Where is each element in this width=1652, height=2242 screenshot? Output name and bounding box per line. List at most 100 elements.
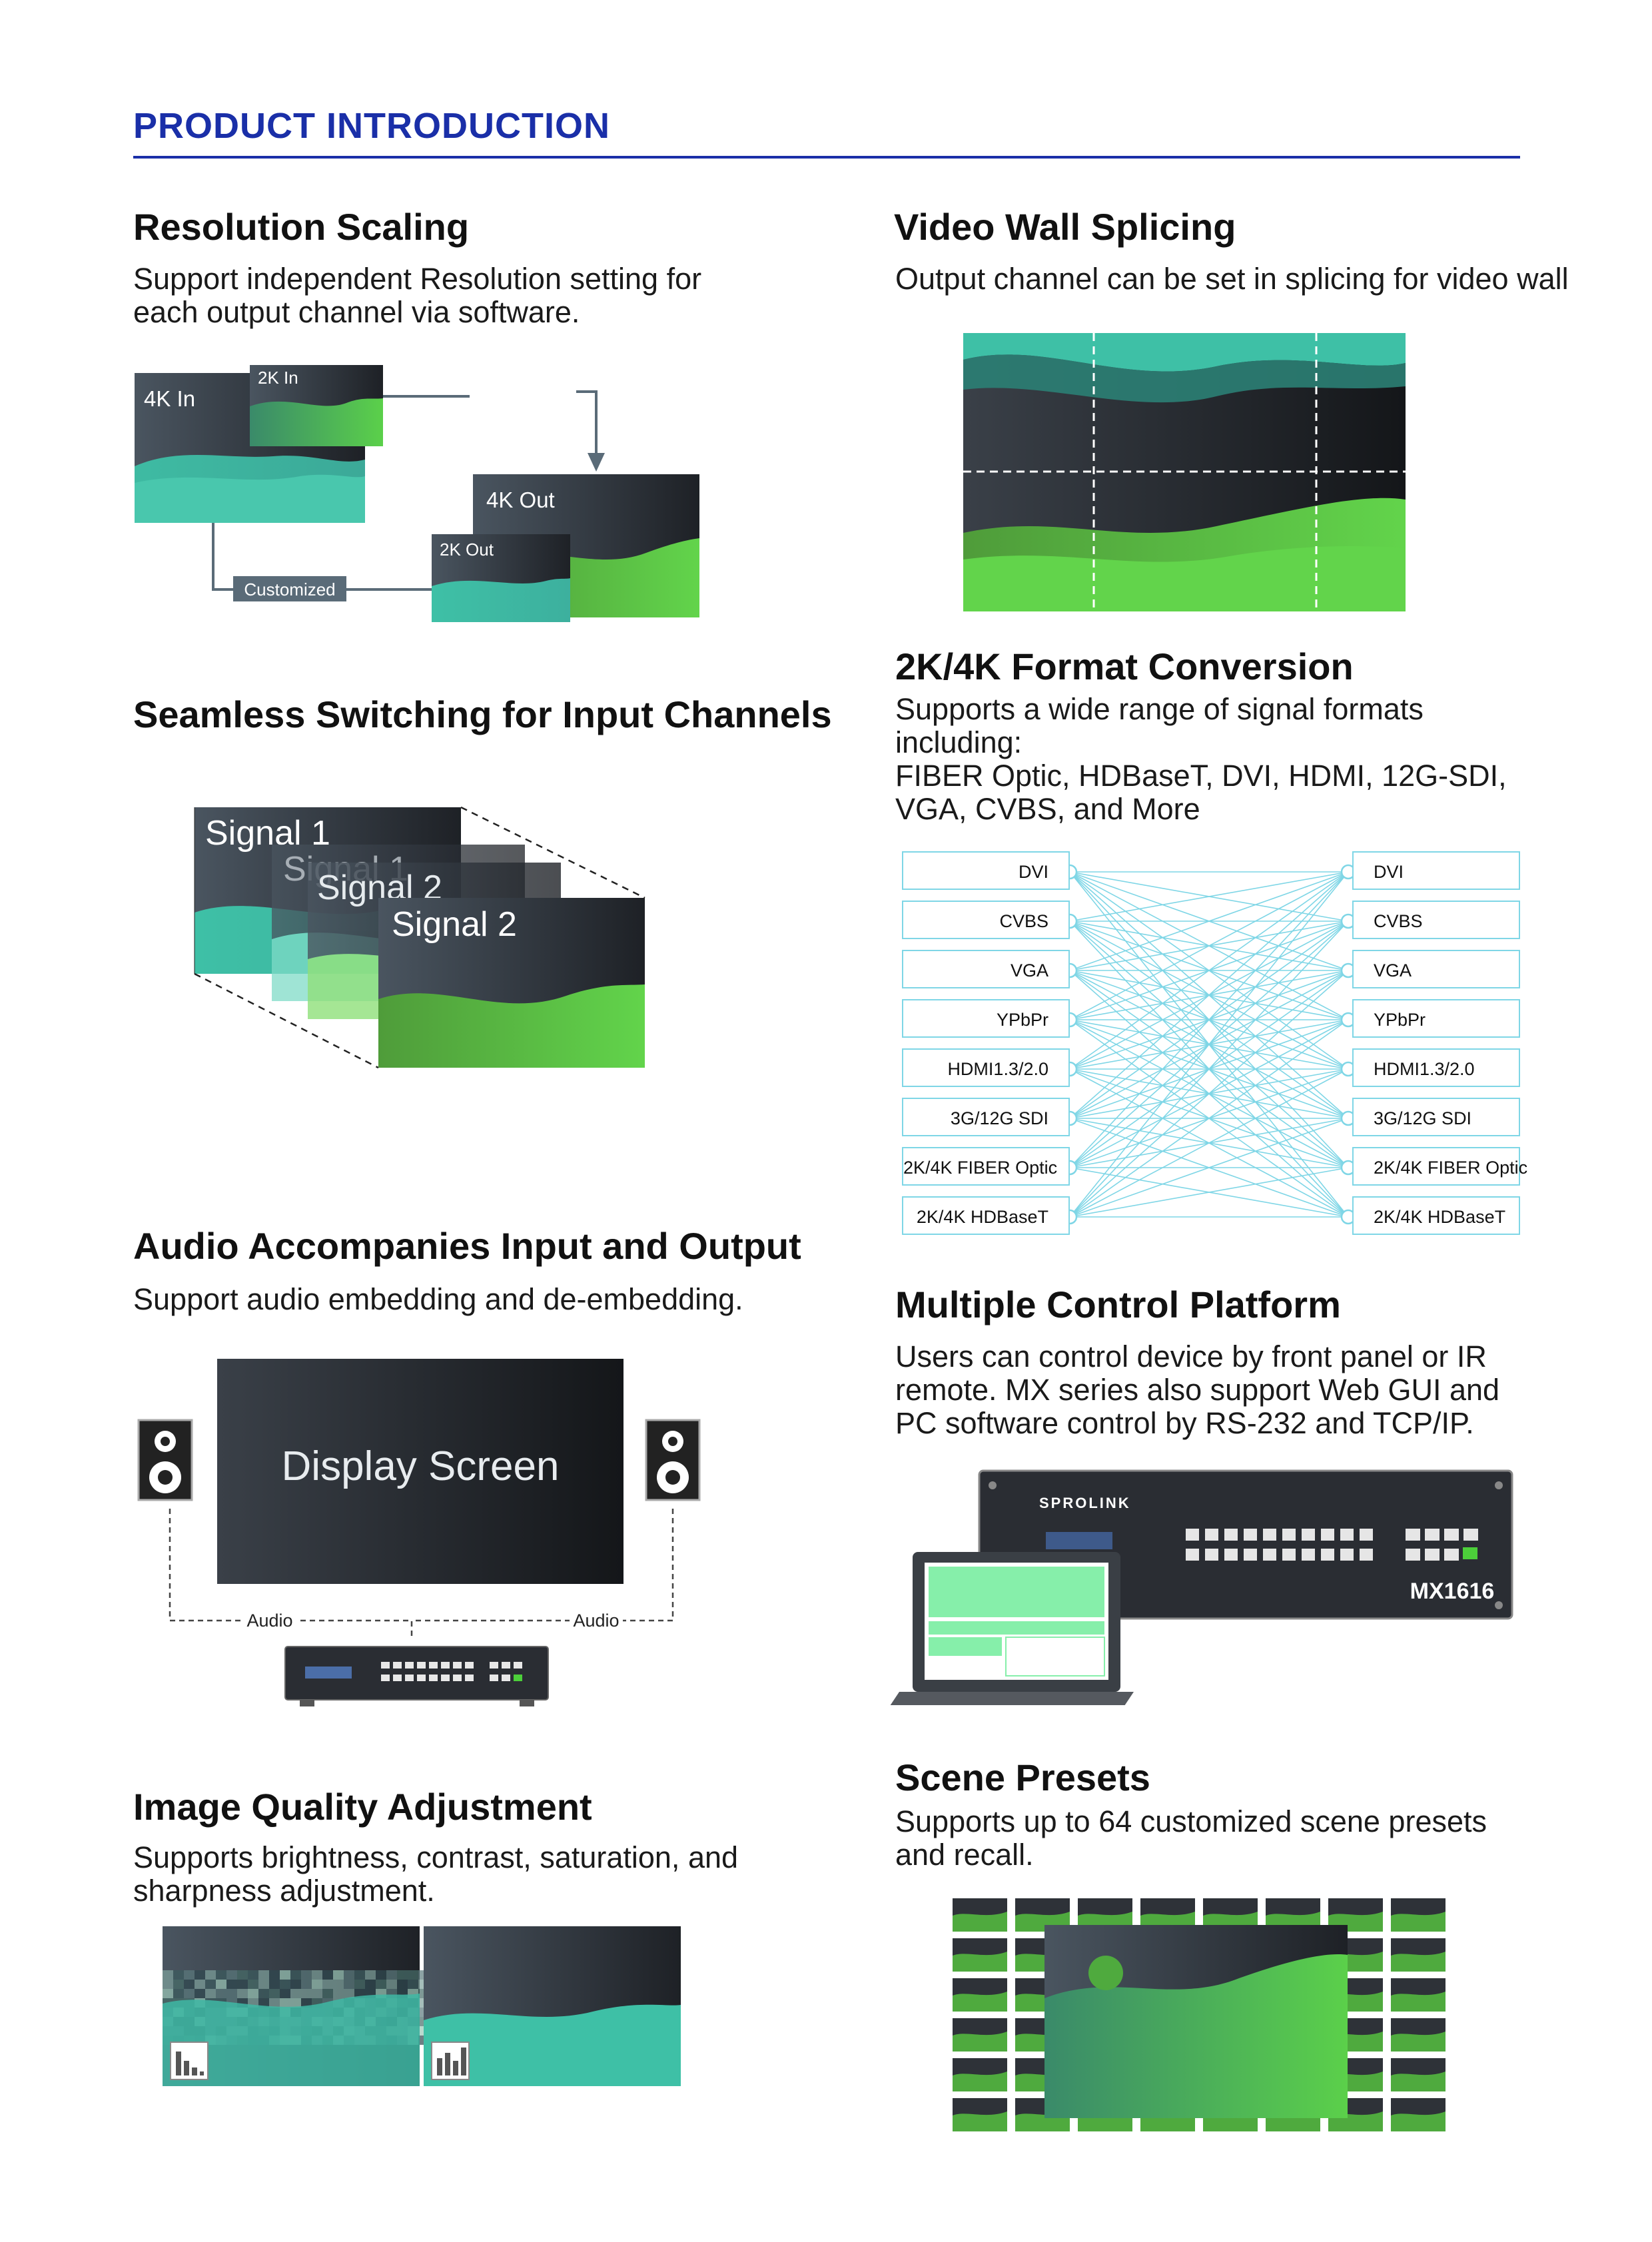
device-button xyxy=(1360,1549,1373,1561)
device-brand: SPROLINK xyxy=(1039,1495,1131,1511)
format-desc-line: including: xyxy=(895,725,1023,759)
device-button xyxy=(1340,1529,1354,1541)
control-desc-line: Users can control device by front panel … xyxy=(895,1339,1487,1373)
scene-preset-thumbnail xyxy=(953,2098,1007,2131)
device-button xyxy=(1186,1549,1199,1561)
format-desc-line: Supports a wide range of signal formats xyxy=(895,692,1424,726)
format-input-item: DVI xyxy=(902,851,1070,890)
format-connection-line xyxy=(1069,871,1349,1168)
audio-diagram: Display Screen Audio Audio xyxy=(137,1359,701,1706)
right-speaker-icon xyxy=(645,1419,701,1501)
device-button xyxy=(1425,1529,1440,1541)
format-connection-line xyxy=(1069,871,1349,1070)
format-connection-line xyxy=(1069,970,1349,1218)
device-button xyxy=(1282,1549,1296,1561)
audio-title: Audio Accompanies Input and Output xyxy=(133,1225,801,1267)
format-input-item: CVBS xyxy=(902,901,1070,939)
resolution-desc-line: Support independent Resolution setting f… xyxy=(133,262,702,296)
resolution-desc-line: each output channel via software. xyxy=(133,295,580,329)
device-button xyxy=(1321,1549,1334,1561)
format-connection-line xyxy=(1069,871,1349,971)
control-title: Multiple Control Platform xyxy=(895,1284,1341,1325)
videowall-image xyxy=(963,333,1406,611)
format-title: 2K/4K Format Conversion xyxy=(895,645,1354,687)
resolution-title: Resolution Scaling xyxy=(133,206,470,248)
format-output-item: 3G/12G SDI xyxy=(1352,1098,1520,1136)
left-speaker-icon xyxy=(137,1419,193,1501)
scene-preset-thumbnail xyxy=(1391,1978,1446,2012)
videowall-desc-line: Output channel can be set in splicing fo… xyxy=(895,262,1569,296)
seamless-title: Seamless Switching for Input Channels xyxy=(133,693,832,735)
histogram-after-icon xyxy=(431,2042,470,2080)
device-button xyxy=(1302,1549,1315,1561)
format-input-item: HDMI1.3/2.0 xyxy=(902,1048,1070,1087)
control-diagram: SPROLINK MX1616 xyxy=(890,1469,1513,1705)
format-connection-line xyxy=(1069,871,1349,1218)
device-button xyxy=(1244,1549,1257,1561)
scene-preset-thumbnail xyxy=(953,1978,1007,2012)
format-connection-lines xyxy=(1062,864,1356,1225)
scene-preset-thumbnail xyxy=(1391,2018,1446,2052)
format-output-item: VGA xyxy=(1352,950,1520,988)
scene-desc: Supports up to 64 customized scene prese… xyxy=(895,1805,1487,1872)
device-button xyxy=(1224,1529,1238,1541)
device-button xyxy=(1406,1549,1420,1561)
scene-presets-grid xyxy=(953,1898,1446,2131)
format-output-item: YPbPr xyxy=(1352,999,1520,1038)
control-desc-line: remote. MX series also support Web GUI a… xyxy=(895,1373,1500,1407)
scene-preset-thumbnail xyxy=(953,2058,1007,2091)
device-button xyxy=(1302,1529,1315,1541)
format-output-item: 2K/4K HDBaseT xyxy=(1352,1196,1520,1235)
scene-title: Scene Presets xyxy=(895,1756,1150,1798)
device-button xyxy=(1444,1549,1459,1561)
scene-desc-line: and recall. xyxy=(895,1838,1034,1872)
label-4k-in: 4K In xyxy=(144,386,195,411)
signal-2-image xyxy=(378,898,645,1068)
videowall-title: Video Wall Splicing xyxy=(894,206,1236,248)
quality-desc-line: Supports brightness, contrast, saturatio… xyxy=(133,1840,739,1874)
output-2k-image xyxy=(432,534,570,622)
format-input-item: 2K/4K HDBaseT xyxy=(902,1196,1070,1235)
device-button xyxy=(1205,1549,1218,1561)
format-input-item: 3G/12G SDI xyxy=(902,1098,1070,1136)
signal-2-label: Signal 2 xyxy=(392,905,517,944)
audio-left-label: Audio xyxy=(246,1611,292,1631)
device-button xyxy=(1406,1529,1420,1541)
device-button xyxy=(1463,1529,1478,1541)
label-2k-in: 2K In xyxy=(258,368,298,388)
quality-title: Image Quality Adjustment xyxy=(133,1786,592,1828)
videowall-desc: Output channel can be set in splicing fo… xyxy=(895,262,1569,296)
control-desc: Users can control device by front panel … xyxy=(895,1340,1499,1440)
device-button xyxy=(1205,1529,1218,1541)
display-screen-label: Display Screen xyxy=(282,1443,560,1489)
resolution-diagram: 4K In 2K In Customized 4K Out 2K Out xyxy=(135,365,699,622)
device-button xyxy=(1282,1529,1296,1541)
seamless-diagram: Signal 1 Signal 1 Signal 2 Signal 2 xyxy=(194,806,645,1069)
scene-preset-thumbnail xyxy=(1391,1898,1446,1932)
scene-desc-line: Supports up to 64 customized scene prese… xyxy=(895,1804,1487,1838)
scene-preset-thumbnail xyxy=(953,1938,1007,1972)
format-connection-line xyxy=(1069,1068,1349,1218)
device-button xyxy=(1244,1529,1257,1541)
audio-right-label: Audio xyxy=(573,1611,619,1631)
label-4k-out: 4K Out xyxy=(486,488,555,512)
laptop-icon xyxy=(890,1552,1134,1705)
device-button xyxy=(1263,1529,1276,1541)
quality-desc: Supports brightness, contrast, saturatio… xyxy=(133,1841,738,1908)
control-desc-line: PC software control by RS-232 and TCP/IP… xyxy=(895,1406,1474,1440)
scene-preset-thumbnail xyxy=(1391,2098,1446,2131)
format-output-item: CVBS xyxy=(1352,901,1520,939)
quality-comparison xyxy=(163,1926,681,2086)
page-title: PRODUCT INTRODUCTION xyxy=(133,106,610,146)
format-connection-line xyxy=(1069,1167,1349,1218)
audio-desc-line: Support audio embedding and de-embedding… xyxy=(133,1282,743,1316)
scene-preset-thumbnail xyxy=(1391,1938,1446,1972)
device-button xyxy=(1224,1549,1238,1561)
format-connection-line xyxy=(1069,871,1349,1119)
format-input-item: 2K/4K FIBER Optic xyxy=(902,1147,1070,1186)
histogram-before-icon xyxy=(170,2042,208,2080)
format-connection-line xyxy=(1069,1019,1349,1218)
resolution-desc: Support independent Resolution setting f… xyxy=(133,262,701,329)
scene-preset-main-image xyxy=(1044,1925,1348,2118)
device-model: MX1616 xyxy=(1410,1579,1495,1604)
